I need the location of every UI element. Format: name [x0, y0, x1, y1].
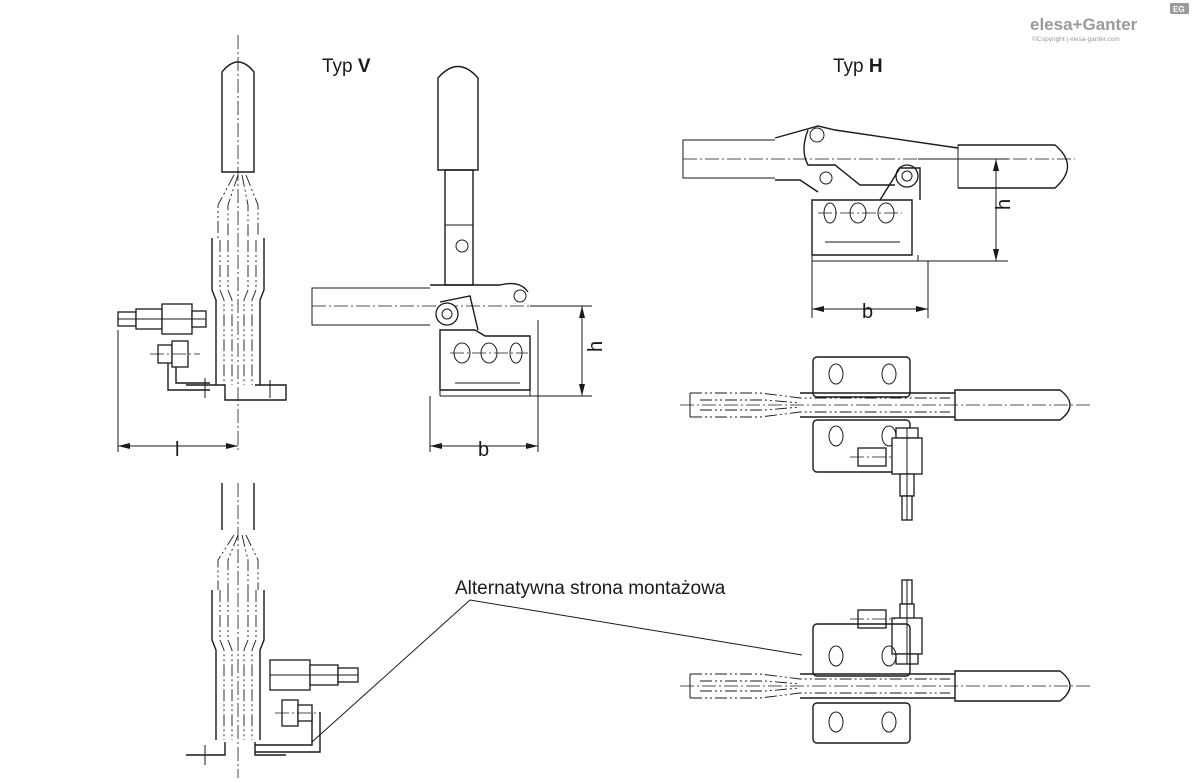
- type-h-top-view: [680, 356, 1090, 521]
- brand-logo: elesa+Ganter EG ©Copyright | elesa-gante…: [1030, 3, 1189, 43]
- logo-brand-text: elesa+Ganter: [1030, 15, 1138, 34]
- typ-h-label: Typ H: [833, 56, 883, 77]
- leader-line: [311, 599, 803, 743]
- side-view-top: [117, 35, 287, 452]
- logo-badge-text: EG: [1173, 5, 1185, 14]
- logo-copyright: ©Copyright | elesa-ganter.com: [1032, 35, 1120, 43]
- alternate-mounting-label: Alternatywna strona montażowa: [455, 578, 726, 599]
- dim-l-label: l: [175, 439, 179, 461]
- dim-h-v-label: h: [585, 341, 607, 352]
- logo-badge-icon: [1170, 3, 1189, 14]
- typ-v-label: Typ V: [322, 56, 371, 77]
- type-h-top-view-alternate: [680, 579, 1090, 744]
- side-view-alternate: [186, 483, 359, 778]
- type-h-clamp: [682, 125, 1075, 318]
- dim-h-h-label: h: [993, 199, 1015, 210]
- type-v-clamp: [311, 65, 592, 452]
- dim-b-h-label: b: [862, 301, 873, 323]
- dim-b-v-label: b: [478, 439, 489, 461]
